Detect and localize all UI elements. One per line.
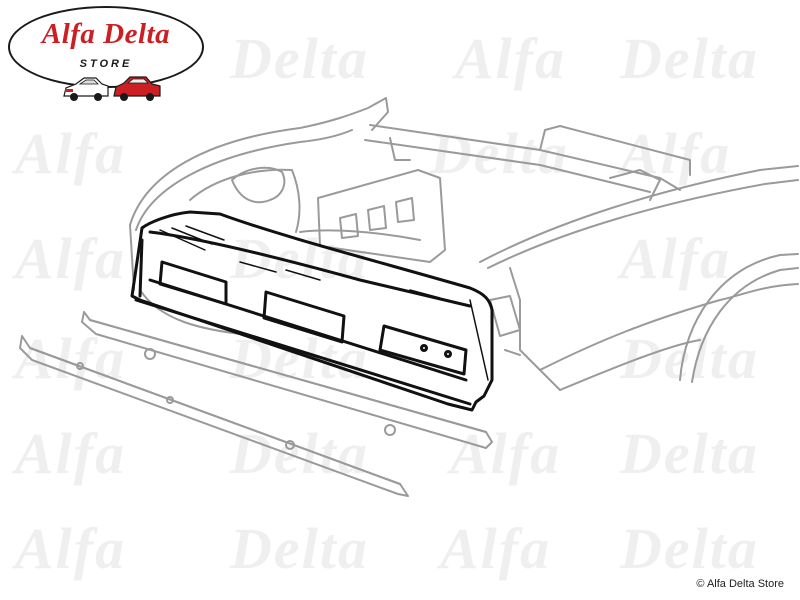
watermark-text: Delta xyxy=(230,26,369,91)
watermark-text: Alfa xyxy=(15,421,127,486)
copyright-text: © Alfa Delta Store xyxy=(696,578,784,590)
rear-valance xyxy=(19,335,409,497)
watermark-text: Alfa xyxy=(455,26,567,91)
logo-store-text: STORE xyxy=(79,58,133,70)
logo-cars-icon xyxy=(63,76,161,101)
watermark-text: Alfa xyxy=(450,421,562,486)
rear-bumper-bar xyxy=(81,311,493,450)
store-logo: Alfa Delta STORE xyxy=(8,6,208,102)
watermark-text: Alfa xyxy=(620,121,732,186)
watermark-text: Alfa xyxy=(620,226,732,291)
watermark-text: Alfa xyxy=(15,516,127,581)
watermark-text: Delta xyxy=(230,516,369,581)
logo-brand-text: Alfa Delta xyxy=(41,18,171,50)
watermark-text: Alfa xyxy=(15,121,127,186)
rear-tail-panel-shading xyxy=(159,225,489,381)
watermark-text: Alfa xyxy=(440,516,552,581)
watermark-text: Delta xyxy=(620,516,759,581)
car-body-shell xyxy=(129,97,799,391)
watermark-text: Alfa xyxy=(15,226,127,291)
watermark-text: Delta xyxy=(620,421,759,486)
watermark-text: Delta xyxy=(620,26,759,91)
